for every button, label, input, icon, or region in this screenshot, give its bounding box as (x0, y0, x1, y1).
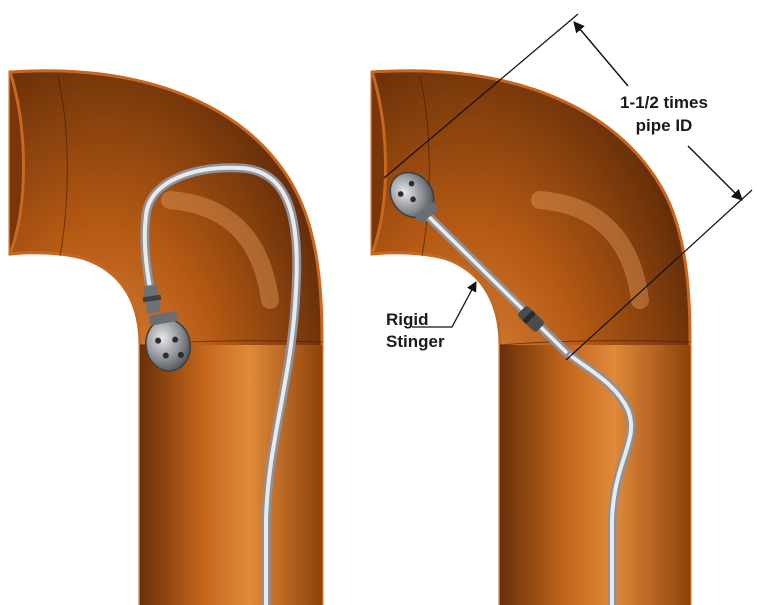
dimension-label-line1: 1-1/2 times (620, 93, 708, 112)
dimension-arrow-lower (688, 146, 742, 200)
dimension-arrow-upper (574, 22, 628, 86)
rigid-stinger-callout: Rigid Stinger (386, 282, 476, 351)
callout-label-line1: Rigid (386, 310, 429, 329)
left-pipe-vertical-section (140, 345, 322, 605)
dimension-label-line2: pipe ID (636, 116, 693, 135)
callout-label-line2: Stinger (386, 332, 445, 351)
right-pipe-vertical-section (500, 345, 690, 605)
